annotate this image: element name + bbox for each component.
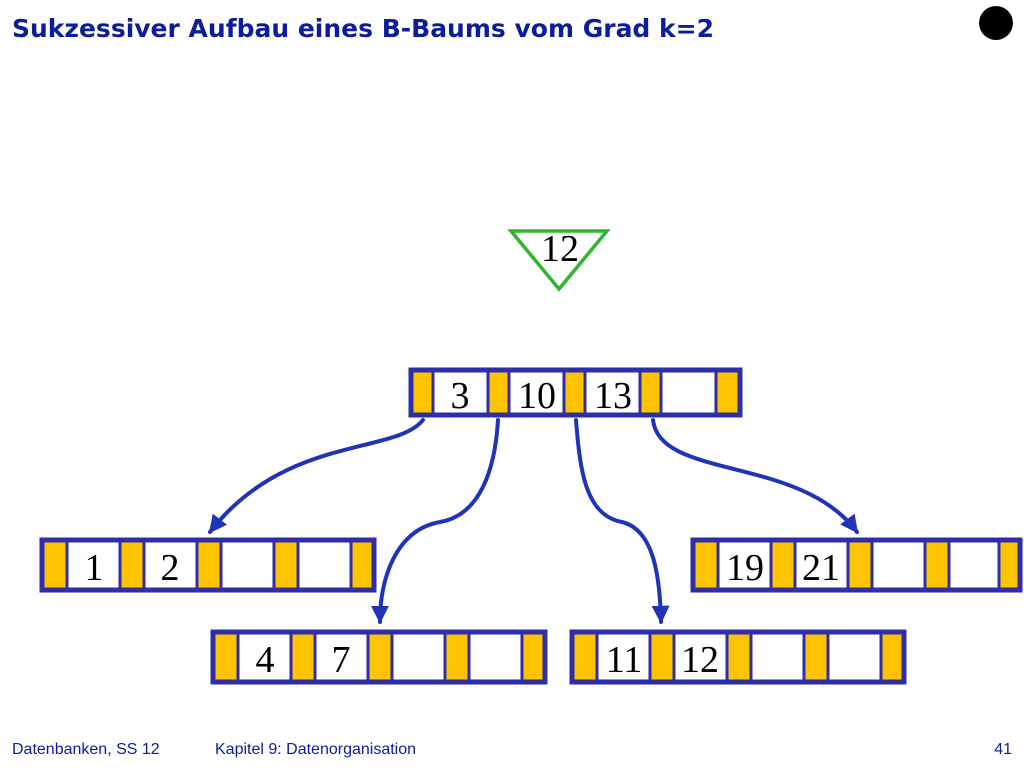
leaf-node-2: 4 7 (210, 629, 548, 685)
bullet-icon (979, 6, 1013, 40)
key-slot (467, 631, 524, 683)
root-key-3: 13 (594, 375, 632, 417)
pointer-slot (520, 631, 546, 683)
key-slot (595, 631, 652, 683)
pointer-slot (846, 539, 874, 591)
leaf-4-key-1: 19 (726, 547, 764, 589)
pointer-slot (879, 631, 905, 683)
key-slot (870, 539, 927, 591)
pointer-slot (366, 631, 394, 683)
key-slot (672, 631, 729, 683)
footer-chapter: Kapitel 9: Datenorganisation (215, 741, 417, 758)
pointer-slot (410, 369, 435, 416)
key-slot (142, 539, 199, 591)
pointer-slot (714, 369, 741, 416)
pointer-slot (195, 539, 223, 591)
key-slot (219, 539, 276, 591)
pointer-slot (41, 539, 69, 591)
pointer-slot (571, 631, 599, 683)
pointer-slot (725, 631, 753, 683)
arrow-root-to-leaf-1 (208, 418, 425, 534)
leaf-1-key-2: 2 (161, 547, 180, 589)
root-node: 3 10 13 (408, 367, 743, 418)
pointer-slot (638, 369, 663, 416)
key-slot (826, 631, 883, 683)
footer-course: Datenbanken, SS 12 (12, 741, 160, 758)
key-slot (296, 539, 353, 591)
triangle-icon (507, 229, 611, 292)
leaf-2-key-1: 4 (256, 639, 275, 681)
arrow-root-to-leaf-2 (371, 418, 500, 624)
pointer-slot (648, 631, 676, 683)
leaf-node-1: 1 2 (39, 537, 377, 593)
pointer-slot (443, 631, 471, 683)
pointer-slot (212, 631, 240, 683)
key-slot (583, 369, 642, 416)
pointer-slot (349, 539, 375, 591)
pointer-slot (923, 539, 951, 591)
pointer-slot (118, 539, 146, 591)
pointer-slot (562, 369, 587, 416)
leaf-3-key-2: 12 (681, 639, 719, 681)
root-key-1: 3 (451, 375, 470, 417)
key-slot (749, 631, 806, 683)
pointer-slot (802, 631, 830, 683)
leaf-4-key-2: 21 (802, 547, 840, 589)
slide-title: Sukzessiver Aufbau eines B-Baums vom Gra… (12, 14, 715, 43)
key-slot (947, 539, 1001, 591)
root-key-2: 10 (518, 375, 556, 417)
leaf-node-3: 11 12 (569, 629, 907, 685)
page-number: 41 (994, 741, 1012, 758)
key-slot (716, 539, 773, 591)
insert-key-label: 12 (541, 228, 579, 270)
insert-indicator: 12 (507, 228, 611, 292)
leaf-1-key-1: 1 (85, 547, 104, 589)
leaf-node-4: 19 21 (690, 537, 1023, 593)
pointer-slot (769, 539, 797, 591)
pointer-slot (692, 539, 720, 591)
key-slot (65, 539, 122, 591)
pointer-slot (272, 539, 300, 591)
key-slot (659, 369, 718, 416)
leaf-2-key-2: 7 (332, 639, 351, 681)
pointer-slot (997, 539, 1021, 591)
pointer-slot (486, 369, 511, 416)
key-slot (390, 631, 447, 683)
pointer-slot (289, 631, 317, 683)
key-slot (793, 539, 850, 591)
leaf-3-key-1: 11 (606, 639, 643, 681)
arrow-root-to-leaf-4 (651, 418, 859, 534)
key-slot (236, 631, 293, 683)
arrow-root-to-leaf-3 (574, 418, 670, 624)
pointer-arrows (208, 418, 859, 624)
